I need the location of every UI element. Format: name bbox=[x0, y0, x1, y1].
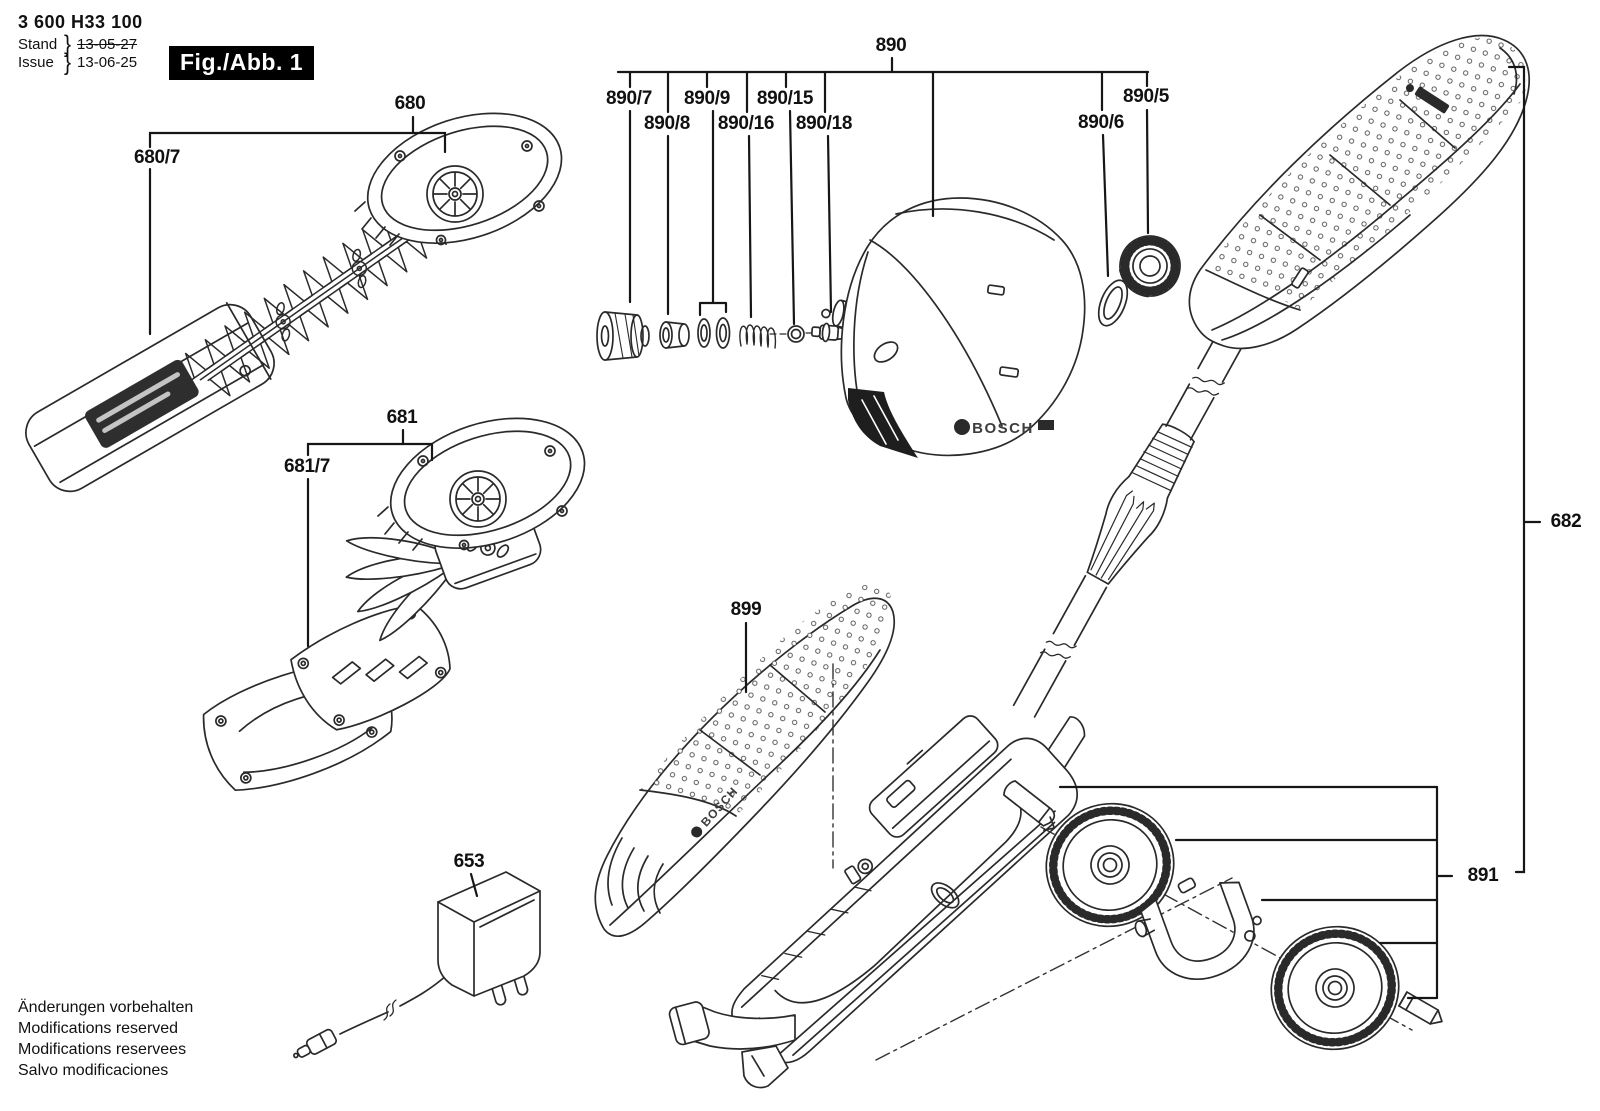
stand-date: 13-05-27 bbox=[77, 36, 138, 53]
legal-line-fr: Modifications reservees bbox=[18, 1041, 187, 1058]
telescopic-tube bbox=[1012, 292, 1266, 718]
part-label-890-18: 890/18 bbox=[793, 113, 855, 135]
gear-housing-890: BOSCH bbox=[821, 197, 1086, 458]
part-label-890-15: 890/15 bbox=[754, 88, 816, 110]
legal-line-de: Änderungen vorbehalten bbox=[18, 999, 194, 1016]
o-ring-890-6 bbox=[1097, 279, 1129, 327]
legal-line-es: Salvo modificaciones bbox=[18, 1062, 169, 1079]
part-label-890-9: 890/9 bbox=[681, 88, 733, 110]
cap-nut-890-5 bbox=[1118, 235, 1181, 298]
brace-glyph: } bbox=[64, 49, 72, 76]
trolley-body bbox=[731, 715, 1086, 1064]
part-label-890-6: 890/6 bbox=[1075, 112, 1127, 134]
handle-899: BOSCH bbox=[594, 583, 896, 938]
figure-title-badge: Fig./Abb. 1 bbox=[169, 46, 315, 80]
blade-guard-680-7 bbox=[25, 302, 275, 493]
brand-logo-text: BOSCH bbox=[972, 420, 1034, 437]
part-label-681-7: 681/7 bbox=[281, 456, 333, 478]
stand-foot bbox=[668, 1001, 796, 1089]
handle-top-682 bbox=[1188, 34, 1530, 350]
brace-glyph: } bbox=[64, 31, 72, 58]
wheel-kit-891 bbox=[1003, 780, 1443, 1066]
legal-line-en: Modifications reserved bbox=[18, 1020, 179, 1037]
revision-block: Stand } 13-05-27 Issue } 13-06-25 bbox=[18, 31, 138, 76]
part-label-681: 681 bbox=[384, 407, 420, 429]
part-label-891: 891 bbox=[1465, 865, 1501, 887]
legal-notice: Änderungen vorbehalten Modifications res… bbox=[18, 997, 193, 1081]
issue-date: 13-06-25 bbox=[77, 54, 138, 71]
part-label-680: 680 bbox=[392, 93, 428, 115]
part-label-680-7: 680/7 bbox=[131, 147, 183, 169]
stand-label: Stand bbox=[18, 36, 58, 53]
type-number: 3 600 H33 100 bbox=[18, 12, 143, 32]
shear-head-680 bbox=[350, 89, 580, 268]
drawing-parts-layer: BOSCH bbox=[25, 34, 1530, 1089]
part-label-899: 899 bbox=[728, 599, 764, 621]
part-label-890-7: 890/7 bbox=[603, 88, 655, 110]
wheel-rear bbox=[1255, 910, 1414, 1066]
wheel-holder bbox=[1134, 877, 1262, 980]
leader-lines-layer bbox=[148, 56, 1542, 1000]
part-label-682: 682 bbox=[1548, 511, 1584, 533]
part-label-890-5: 890/5 bbox=[1120, 86, 1172, 108]
issue-label: Issue bbox=[18, 54, 54, 71]
part-label-890: 890 bbox=[873, 35, 909, 57]
part-label-653: 653 bbox=[451, 851, 487, 873]
part-label-890-16: 890/16 bbox=[715, 113, 777, 135]
part-label-890-8: 890/8 bbox=[641, 113, 693, 135]
charger-653 bbox=[293, 871, 541, 1059]
spindle-small-parts bbox=[596, 311, 855, 361]
